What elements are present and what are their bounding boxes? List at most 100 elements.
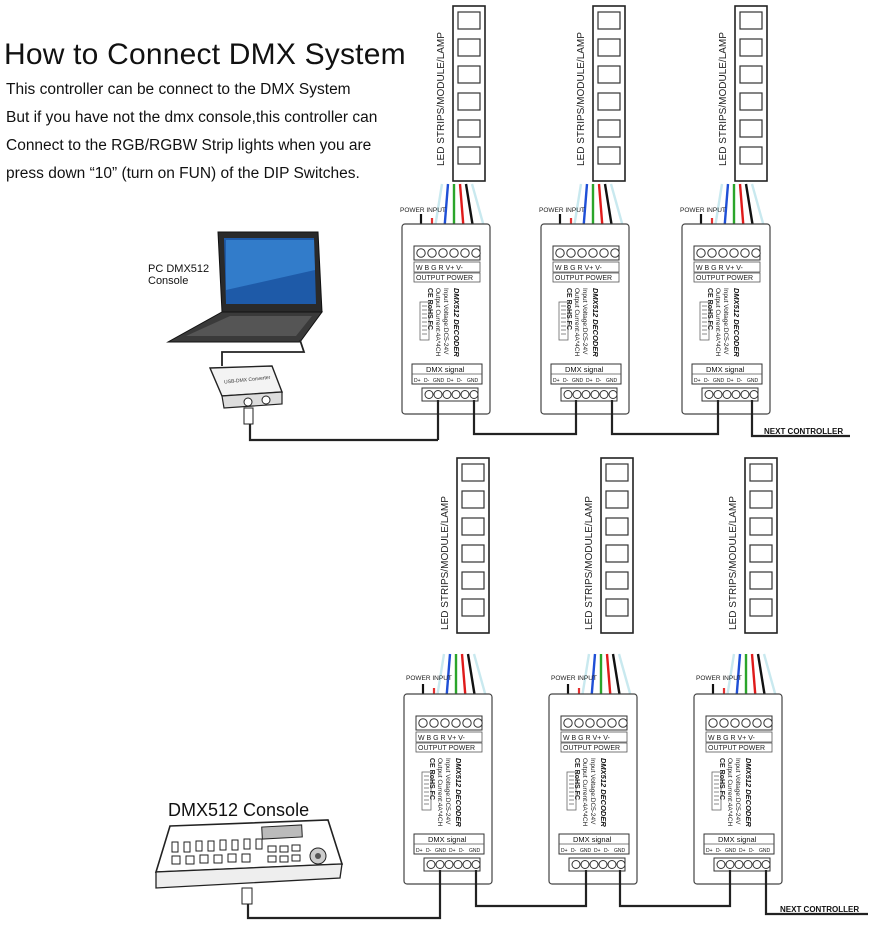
power-input-label: POWER INPUT: [551, 675, 597, 682]
terminal-letters: W B G R V+ V-: [418, 735, 466, 742]
power-input-label: POWER INPUT: [406, 675, 452, 682]
dmx-signal-label: DMX signal: [565, 365, 604, 374]
spec-voltage: Input Voltage:DC5-24V: [581, 288, 588, 355]
spec-current: Output Current:4A*4CH: [573, 288, 580, 357]
intro-line-4: press down “10” (turn on FUN) of the DIP…: [6, 165, 360, 182]
dmx-pin: D+: [561, 848, 568, 854]
dmx-console-label: DMX512 Console: [168, 800, 309, 820]
dmx-pin: GND: [467, 378, 479, 384]
power-input-label: POWER INPUT: [400, 207, 446, 214]
dmx-pin: GND: [469, 848, 481, 854]
dmx-signal-label: DMX signal: [573, 835, 612, 844]
terminal-letters: W B G R V+ V-: [708, 735, 756, 742]
dmx-pin: D-: [571, 848, 577, 854]
decoder-model: DMX512 DECODER: [744, 758, 753, 827]
strip-label: LED STRIPS/MODULE/LAMP: [436, 32, 447, 166]
terminal-letters: W B G R V+ V-: [696, 265, 744, 272]
decoder-model: DMX512 DECODER: [452, 288, 461, 357]
output-power-label: OUTPUT POWER: [708, 745, 765, 752]
strip-bottom-2: LED STRIPS/MODULE/LAMP: [584, 457, 634, 634]
dmx-pin: D+: [727, 378, 734, 384]
dmx-pin: D+: [447, 378, 454, 384]
decoder-bottom-3: POWER INPUT W B G R V+ V- OUTPUT POWER D…: [693, 652, 783, 885]
strip-label: LED STRIPS/MODULE/LAMP: [576, 32, 587, 166]
output-power-label: OUTPUT POWER: [418, 745, 475, 752]
spec-current: Output Current:4A*4CH: [581, 758, 588, 827]
strip-bottom-3: LED STRIPS/MODULE/LAMP: [728, 457, 778, 634]
dmx-pin: D+: [449, 848, 456, 854]
decoder-model: DMX512 DECODER: [599, 758, 608, 827]
pc-console-label: PC DMX512: [148, 263, 209, 275]
power-input-label: POWER INPUT: [539, 207, 585, 214]
usb-dmx-converter-icon: USB-DMX Converter: [208, 365, 283, 425]
dmx-pin: D+: [553, 378, 560, 384]
strip-label: LED STRIPS/MODULE/LAMP: [584, 496, 595, 630]
dmx-pin: D+: [414, 378, 421, 384]
spec-voltage: Input Voltage:DC5-24V: [442, 288, 449, 355]
dmx-pin: GND: [725, 848, 737, 854]
strip-label: LED STRIPS/MODULE/LAMP: [440, 496, 451, 630]
dmx-pin: GND: [606, 378, 618, 384]
spec-voltage: Input Voltage:DC5-24V: [444, 758, 451, 825]
dmx-pin: D+: [694, 378, 701, 384]
cert-marks: CE RoHS FC: [718, 758, 725, 800]
page-title: How to Connect DMX System: [4, 38, 406, 71]
decoder-top-3: POWER INPUT W B G R V+ V- OUTPUT POWER D…: [680, 182, 771, 415]
dmx-pin: D+: [586, 378, 593, 384]
dmx-bus-bottom: [246, 870, 868, 920]
spec-current: Output Current:4A*4CH: [726, 758, 733, 827]
decoder-model: DMX512 DECODER: [591, 288, 600, 357]
decoder-bottom-1: POWER INPUT W B G R V+ V- OUTPUT POWER D…: [403, 652, 493, 885]
spec-current: Output Current:4A*4CH: [434, 288, 441, 357]
power-input-label: POWER INPUT: [696, 675, 742, 682]
decoder-top-1: POWER INPUT W B G R V+ V- OUTPUT POWER D…: [400, 182, 491, 415]
dmx-pin: D-: [563, 378, 569, 384]
cert-marks: CE RoHS FC: [706, 288, 713, 330]
converter-label: USB-DMX Converter: [224, 375, 271, 386]
dmx-pin: D-: [459, 848, 465, 854]
dmx-pin: D+: [706, 848, 713, 854]
spec-voltage: Input Voltage:DC5-24V: [589, 758, 596, 825]
dmx-pin: D-: [749, 848, 755, 854]
intro-line-3: Connect to the RGB/RGBW Strip lights whe…: [6, 137, 372, 154]
spec-voltage: Input Voltage:DC5-24V: [734, 758, 741, 825]
dmx-pin: GND: [747, 378, 759, 384]
dmx-signal-label: DMX signal: [718, 835, 757, 844]
dmx-pin: GND: [435, 848, 447, 854]
pc-console-label: Console: [148, 275, 188, 287]
output-power-label: OUTPUT POWER: [563, 745, 620, 752]
dmx-pin: D-: [737, 378, 743, 384]
strip-top-3: LED STRIPS/MODULE/LAMP: [718, 5, 768, 182]
dmx-console-icon: [154, 819, 344, 905]
dmx-pin: GND: [580, 848, 592, 854]
dmx-signal-label: DMX signal: [706, 365, 745, 374]
dmx-pin: D+: [739, 848, 746, 854]
intro-line-1: This controller can be connect to the DM…: [6, 81, 351, 98]
dmx-pin: D+: [416, 848, 423, 854]
output-power-label: OUTPUT POWER: [696, 275, 753, 282]
cert-marks: CE RoHS FC: [573, 758, 580, 800]
strip-top-2: LED STRIPS/MODULE/LAMP: [576, 5, 626, 182]
spec-current: Output Current:4A*4CH: [436, 758, 443, 827]
dmx-pin: D-: [716, 848, 722, 854]
dmx-pin: GND: [614, 848, 626, 854]
cert-marks: CE RoHS FC: [426, 288, 433, 330]
decoder-model: DMX512 DECODER: [732, 288, 741, 357]
spec-voltage: Input Voltage:DC5-24V: [722, 288, 729, 355]
intro-line-2: But if you have not the dmx console,this…: [6, 109, 378, 126]
dmx-pin: GND: [433, 378, 445, 384]
cert-marks: CE RoHS FC: [428, 758, 435, 800]
dmx-pin: GND: [713, 378, 725, 384]
power-input-label: POWER INPUT: [680, 207, 726, 214]
dmx-signal-label: DMX signal: [428, 835, 467, 844]
dmx-pin: GND: [572, 378, 584, 384]
dmx-pin: D-: [704, 378, 710, 384]
dmx-pin: D+: [594, 848, 601, 854]
laptop-icon: [166, 231, 323, 343]
dmx-pin: D-: [596, 378, 602, 384]
dmx-signal-label: DMX signal: [426, 365, 465, 374]
usb-cable: [221, 339, 306, 366]
dmx-pin: D-: [457, 378, 463, 384]
strip-bottom-1: LED STRIPS/MODULE/LAMP: [440, 457, 490, 634]
